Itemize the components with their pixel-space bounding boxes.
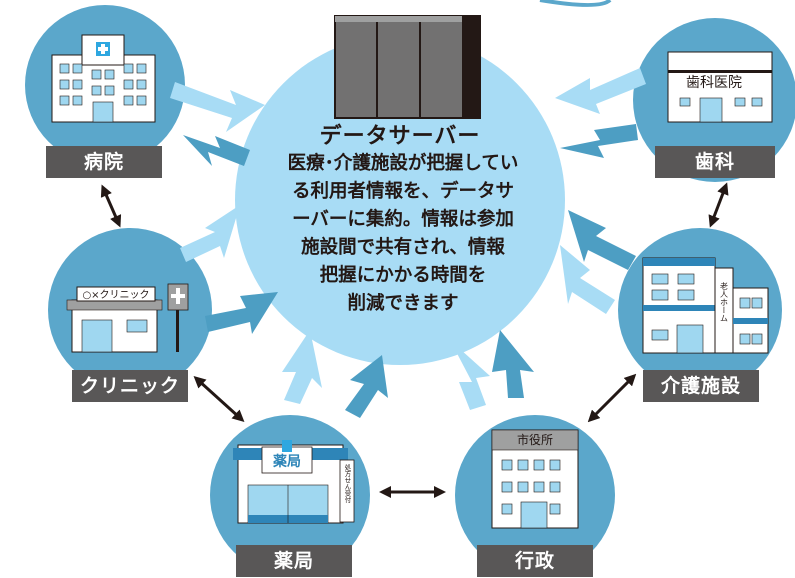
link-care-government	[587, 373, 637, 423]
server-title: データサーバー	[319, 124, 481, 149]
description-line: 削減できます	[347, 293, 459, 314]
arrows-light	[170, 68, 646, 410]
description-line: 医療･介護施設が把握してい	[287, 153, 519, 174]
arrow-to-care	[560, 245, 615, 314]
dental-building-icon	[667, 51, 773, 123]
arrow-to-hospital	[170, 82, 265, 132]
care-label: 介護施設	[643, 370, 759, 402]
arrow-from-government	[492, 330, 534, 398]
arrow-from-dental	[560, 124, 638, 158]
arrow-to-dental	[555, 68, 646, 114]
pharmacy-label: 薬局	[236, 545, 352, 577]
dental-sign: 歯科医院	[686, 75, 742, 91]
arrow-to-clinic	[180, 205, 240, 262]
arrows-dark	[183, 124, 638, 418]
server-circle	[235, 35, 565, 365]
link-dental-care	[708, 182, 729, 228]
arrow-from-clinic	[205, 292, 278, 334]
government-label: 行政	[477, 545, 593, 577]
hospital-label: 病院	[46, 146, 162, 178]
hospital-building-icon	[51, 34, 156, 123]
clinic-building-icon	[66, 283, 189, 353]
description-line: ーバーに集約。情報は参加	[292, 209, 514, 230]
link-clinic-pharmacy	[193, 375, 245, 423]
arrow-from-hospital	[183, 135, 250, 166]
pharmacy-building-icon	[233, 440, 355, 524]
care-building-icon	[642, 257, 769, 354]
arrow-to-government	[450, 340, 490, 410]
description-line: る利用者情報を、データサ	[291, 181, 514, 202]
government-sign: 市役所	[517, 432, 553, 447]
pharmacy-sign: 薬局	[273, 453, 301, 470]
description-line: 把握にかかる時間を	[319, 265, 487, 286]
arrow-from-pharmacy	[345, 355, 388, 418]
clinic-label: クリニック	[72, 370, 188, 402]
description-line: 施設間で共有され、情報	[301, 237, 505, 258]
top-arc	[539, 0, 612, 7]
link-hospital-clinic	[100, 184, 122, 228]
server-icon	[334, 15, 481, 119]
government-building-icon	[491, 429, 579, 529]
pharmacy-side-sign: 処方せん受付	[343, 463, 351, 505]
care-sign: 老人ホーム	[720, 281, 729, 322]
arrow-to-pharmacy	[282, 330, 322, 404]
clinic-sign: ○×クリニック	[82, 289, 149, 301]
dental-label: 歯科	[655, 146, 775, 178]
arrow-from-care	[568, 210, 636, 270]
server-description: 医療･介護施設が把握してい る利用者情報を、データサ ーバーに集約。情報は参加 …	[238, 150, 568, 318]
